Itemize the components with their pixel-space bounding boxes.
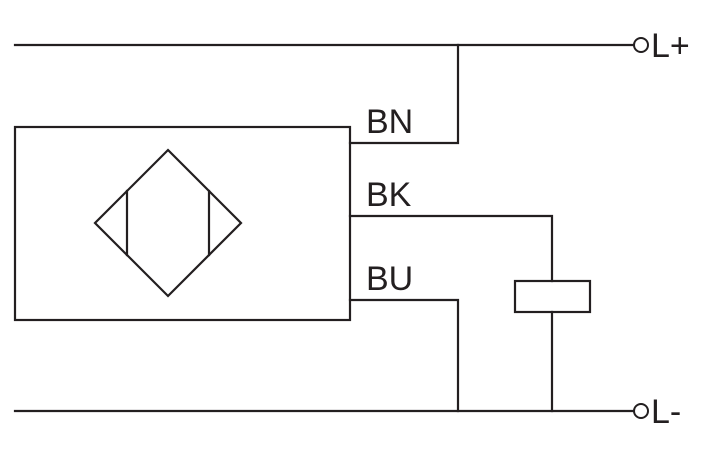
sensor-body <box>13 125 352 322</box>
negative-terminal-label: L- <box>651 393 681 431</box>
blue-wire <box>348 298 460 413</box>
black-wire-label: BK <box>366 176 412 214</box>
brown-wire <box>348 43 460 145</box>
negative-terminal <box>633 403 649 419</box>
load-resistor-icon <box>513 279 592 314</box>
blue-wire-label: BU <box>366 260 413 298</box>
positive-terminal-label: L+ <box>651 27 690 65</box>
inductive-sensor-icon <box>93 148 243 298</box>
brown-wire-label: BN <box>366 103 413 141</box>
black-wire <box>348 214 554 283</box>
positive-terminal <box>633 37 649 53</box>
